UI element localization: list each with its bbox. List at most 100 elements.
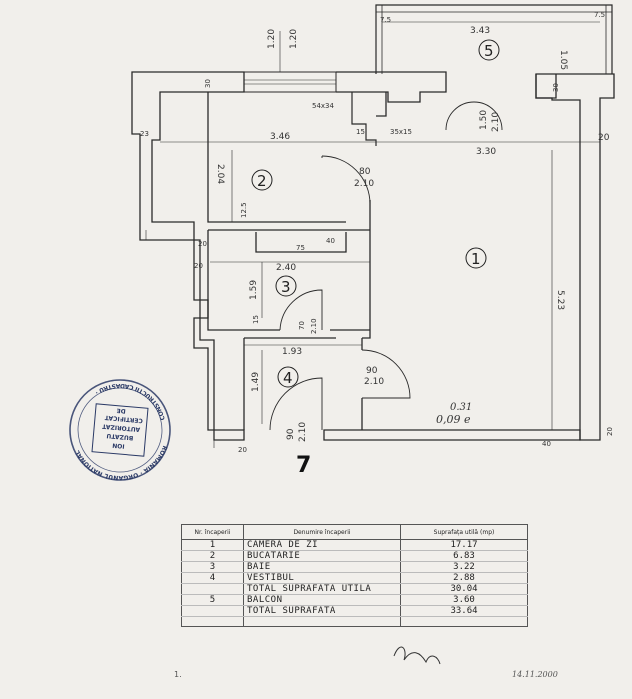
- dim-bath-depth: 1.59: [249, 280, 259, 300]
- dim-wall-15-bath: 15: [252, 315, 260, 324]
- dim-bath-40: 40: [326, 237, 335, 245]
- dim-balcony-door-w: 1.50: [479, 110, 489, 130]
- dim-window-a: 1.20: [267, 29, 277, 49]
- room-markers: 5 2 1 3 4: [251, 39, 500, 388]
- wall-col-35: [376, 92, 387, 117]
- cell-nr: 1: [181, 539, 244, 551]
- dim-bath-width: 2.40: [276, 263, 296, 273]
- table-row: Total suprafata utila 30.04: [181, 583, 528, 595]
- stamp-line2: BUZATU: [106, 432, 134, 441]
- dim-door-80: 80: [359, 167, 371, 177]
- dim-wall-20-a: 20: [198, 240, 207, 248]
- signature: [393, 646, 441, 665]
- cell-nr: 4: [181, 572, 244, 584]
- cell-empty: [181, 616, 244, 627]
- dim-wall-30-right: 30: [552, 83, 560, 92]
- dimension-labels: 3.43 1.05 7.5 7.5 1.20 1.20 30 30 54x34 …: [140, 11, 614, 454]
- outer-wall-bottom: [323, 429, 581, 441]
- door-bath: [279, 289, 323, 331]
- dim-col-35x15: 35x15: [390, 128, 412, 136]
- header-room-nr: Nr. încaperii: [181, 524, 244, 540]
- cell-name: Bucatarie: [243, 550, 401, 562]
- stamp-line1: ION: [112, 441, 125, 449]
- table-row: 5 Balcon 3.60: [181, 594, 528, 606]
- stamp-line3: AUTORIZAT: [101, 422, 140, 432]
- wall-bath-stub: [255, 232, 347, 253]
- table-row: 1 Camera de zi 17.17: [181, 539, 528, 551]
- outer-wall-right-top: [535, 73, 615, 441]
- dim-balcony-width: 3.43: [470, 26, 490, 36]
- pencil-note-2: 0,09 e: [436, 413, 471, 426]
- cell-nr: 5: [181, 594, 244, 606]
- dim-window-b: 1.20: [289, 29, 299, 49]
- outer-wall-mid: [336, 71, 447, 103]
- cell-name: Baie: [243, 561, 401, 573]
- dim-balcony-corner-left: 7.5: [380, 16, 391, 24]
- room-1-number: 1: [471, 250, 481, 268]
- dim-wall-20-b: 20: [194, 262, 203, 270]
- dim-living-depth: 5.23: [555, 290, 565, 310]
- room-area-table: Nr. încaperii Denumire încaperii Suprafa…: [181, 524, 528, 627]
- wall-bath-left: [207, 230, 280, 331]
- dim-hall-width: 1.93: [282, 347, 302, 357]
- door-entry: [269, 377, 323, 431]
- room-5-number: 5: [484, 42, 494, 60]
- dim-kitchen-width: 3.46: [270, 132, 290, 142]
- dim-bath-door-w: 70: [298, 321, 306, 330]
- dim-wall-23: 23: [140, 130, 149, 138]
- dim-wall-20-br: 20: [606, 427, 614, 436]
- header-room-area: Suprafața utilă (mp): [400, 524, 528, 540]
- wall-col-54: [351, 92, 377, 146]
- wall-kitchen-right: [362, 200, 371, 339]
- stamp-bottom-arc: CONSTRUCTII CADASTRU ·: [91, 380, 169, 422]
- balcony-right-col: [535, 74, 557, 99]
- dim-entry-door-w: 90: [286, 428, 296, 440]
- door-hall: [361, 349, 411, 399]
- cell-area: 17.17: [400, 539, 528, 551]
- header-room-name: Denumire încaperii: [243, 524, 401, 540]
- balcony-outline: [375, 4, 613, 74]
- official-stamp: ROMANIA · ORGANUL NATIONAL CONSTRUCTII C…: [69, 379, 171, 485]
- dim-bath-75: 75: [296, 244, 305, 252]
- table-header-row: Nr. încaperii Denumire încaperii Suprafa…: [181, 524, 528, 540]
- outer-wall-top-left: [131, 71, 245, 441]
- dim-wall-20-right: 20: [598, 133, 610, 143]
- dim-living-width: 3.30: [476, 147, 496, 157]
- dim-wall-12-5: 12.5: [240, 202, 248, 218]
- dim-door-80-h: 2.10: [354, 179, 374, 189]
- dim-hall-door-w: 90: [366, 366, 378, 376]
- cell-name: Balcon: [243, 594, 401, 606]
- cell-empty: [243, 616, 401, 627]
- table-row: 2 Bucatarie 6.83: [181, 550, 528, 562]
- dim-balcony-door-h: 2.10: [491, 112, 501, 132]
- dim-wall-15: 15: [356, 128, 365, 136]
- cell-name: Total suprafata utila: [243, 583, 401, 595]
- table-row: Total suprafata 33.64: [181, 605, 528, 617]
- door-kitchen: [321, 155, 371, 205]
- room-2-number: 2: [257, 172, 267, 190]
- footer-mark: 1.: [174, 670, 182, 679]
- dim-wall-40-bottom: 40: [542, 440, 551, 448]
- cell-area: 33.64: [400, 605, 528, 617]
- dim-col-54x34: 54x34: [312, 102, 335, 110]
- dim-balcony-depth: 1.05: [558, 50, 568, 70]
- cell-empty: [400, 616, 528, 627]
- table-row: 3 Baie 3.22: [181, 561, 528, 573]
- table-row-empty: [181, 616, 528, 627]
- cell-area: 3.60: [400, 594, 528, 606]
- cell-area: 6.83: [400, 550, 528, 562]
- cell-area: 3.22: [400, 561, 528, 573]
- dim-balcony-corner-right: 7.5: [594, 11, 605, 19]
- dim-bath-door-h: 2.10: [310, 318, 318, 334]
- dim-wall-20-bottom: 20: [238, 446, 247, 454]
- door-balcony: [445, 101, 503, 131]
- dim-hall-door-h: 2.10: [364, 377, 384, 387]
- cell-nr: [181, 583, 244, 595]
- dim-kitchen-depth: 2.04: [215, 164, 225, 184]
- table-row: 4 Vestibul 2.88: [181, 572, 528, 584]
- room-4-number: 4: [283, 369, 293, 387]
- stamp-line5: DE: [116, 407, 126, 415]
- wall-kitchen-bath: [207, 92, 346, 223]
- dim-wall-30-top: 30: [204, 79, 212, 88]
